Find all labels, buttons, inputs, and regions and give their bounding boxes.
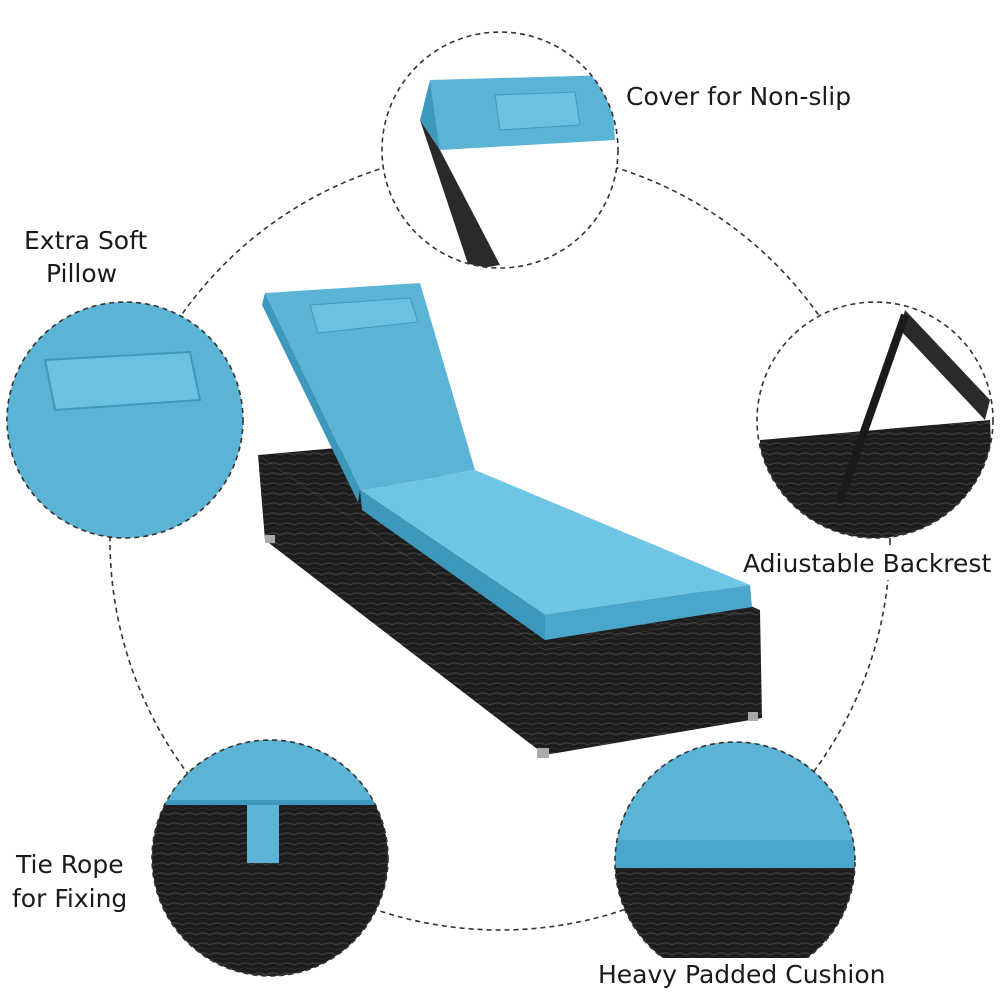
label-adjustable-backrest: Adiustable Backrest <box>743 547 992 580</box>
detail-backrest <box>757 302 993 538</box>
label-pillow-line1: Extra Soft <box>24 226 148 255</box>
detail-padded-cushion <box>615 742 855 982</box>
detail-pillow <box>7 302 243 538</box>
label-tie-rope-line1: Tie Rope <box>16 850 124 879</box>
label-cover-non-slip: Cover for Non-slip <box>626 82 852 111</box>
label-pillow-line2: Pillow <box>46 259 118 288</box>
detail-tie-rope <box>152 740 388 976</box>
chaise-lounge <box>258 283 762 758</box>
detail-cover <box>382 32 618 268</box>
label-heavy-padded-cushion: Heavy Padded Cushion <box>598 958 886 991</box>
label-tie-rope-line2: for Fixing <box>12 884 128 913</box>
